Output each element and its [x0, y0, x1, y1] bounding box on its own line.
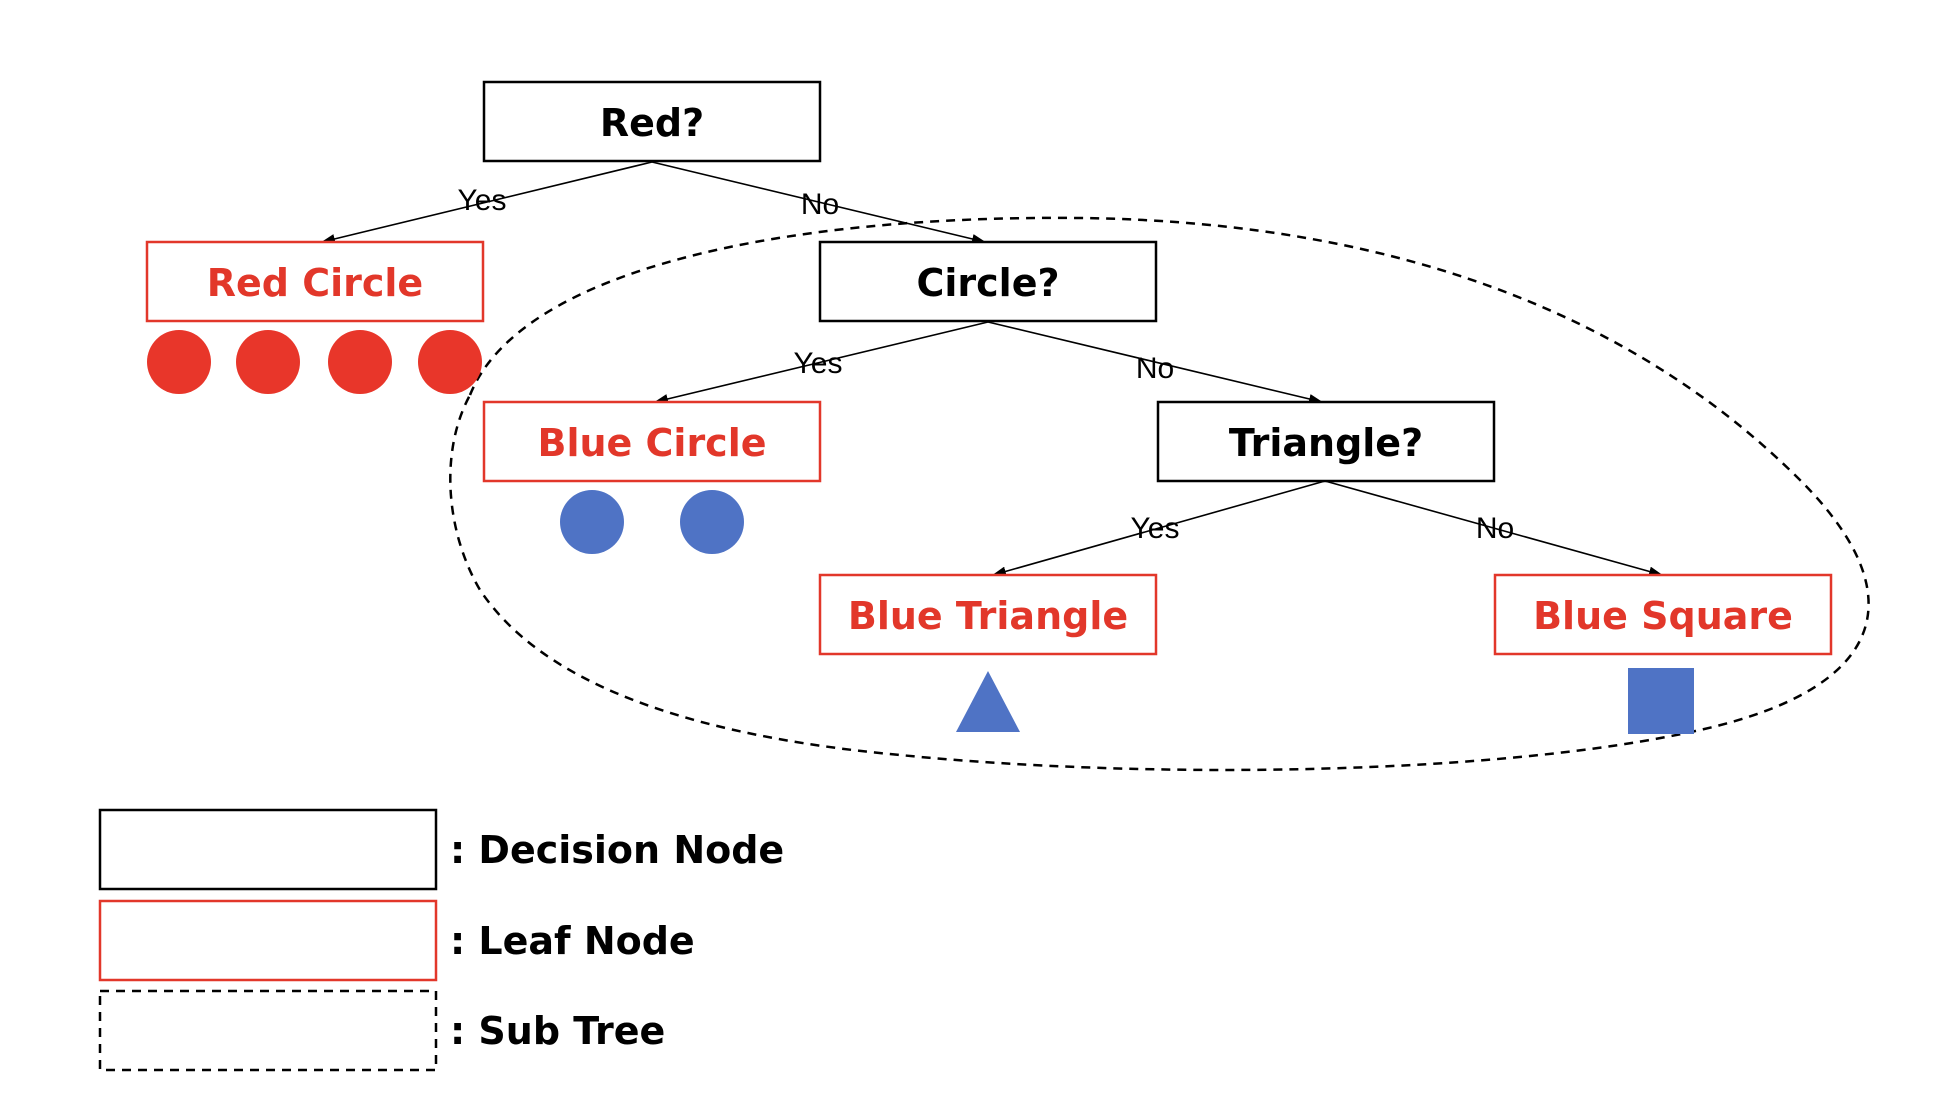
edge-circle-yes	[654, 321, 989, 404]
leaf-node-blue-circle-label: Blue Circle	[537, 421, 766, 465]
edge-red-yes	[321, 161, 653, 244]
blue-square-icon	[1628, 668, 1694, 734]
decision-node-circle: Circle?	[818, 240, 1158, 323]
edge-red-no	[651, 161, 986, 244]
edge-triangle-yes	[992, 480, 1326, 577]
edge-label-circle-yes: Yes	[794, 347, 843, 380]
red-circle-icon	[328, 330, 392, 394]
blue-triangle-icon	[956, 671, 1020, 732]
blue-circle-icon	[680, 490, 744, 554]
decision-node-triangle: Triangle?	[1156, 400, 1496, 483]
edge-label-red-yes: Yes	[458, 184, 507, 217]
edge-label-red-no: No	[801, 188, 839, 221]
leaf-node-red-circle-label: Red Circle	[207, 261, 423, 305]
edge-triangle-no	[1324, 480, 1663, 577]
leaf-node-blue-circle: Blue Circle	[482, 400, 822, 483]
decision-node-triangle-label: Triangle?	[1229, 421, 1423, 465]
edge-label-triangle-no: No	[1476, 512, 1514, 545]
legend-subtree-swatch	[98, 989, 438, 1072]
subtree-boundary	[449, 216, 1870, 772]
leaf-node-blue-square: Blue Square	[1493, 573, 1833, 656]
red-circle-icon	[147, 330, 211, 394]
decision-node-circle-label: Circle?	[916, 261, 1059, 305]
red-circle-icon	[236, 330, 300, 394]
edge-circle-no	[987, 321, 1323, 404]
leaf-node-blue-square-label: Blue Square	[1533, 594, 1793, 638]
legend-leaf-label: : Leaf Node	[450, 919, 695, 963]
leaf-node-red-circle: Red Circle	[145, 240, 485, 323]
blue-circle-icon	[560, 490, 624, 554]
red-circle-icon	[418, 330, 482, 394]
decision-node-red-label: Red?	[600, 101, 704, 145]
edge-label-triangle-yes: Yes	[1131, 512, 1180, 545]
decision-node-red: Red?	[482, 80, 822, 163]
leaf-node-blue-triangle: Blue Triangle	[818, 573, 1158, 656]
legend: : Decision Node : Leaf Node : Sub Tree	[98, 808, 784, 1072]
edge-label-circle-no: No	[1136, 352, 1174, 385]
legend-subtree-label: : Sub Tree	[450, 1009, 665, 1053]
legend-leaf-swatch	[98, 899, 438, 982]
legend-decision-swatch	[98, 808, 438, 891]
leaf-node-blue-triangle-label: Blue Triangle	[848, 594, 1128, 638]
legend-decision-label: : Decision Node	[450, 828, 784, 872]
